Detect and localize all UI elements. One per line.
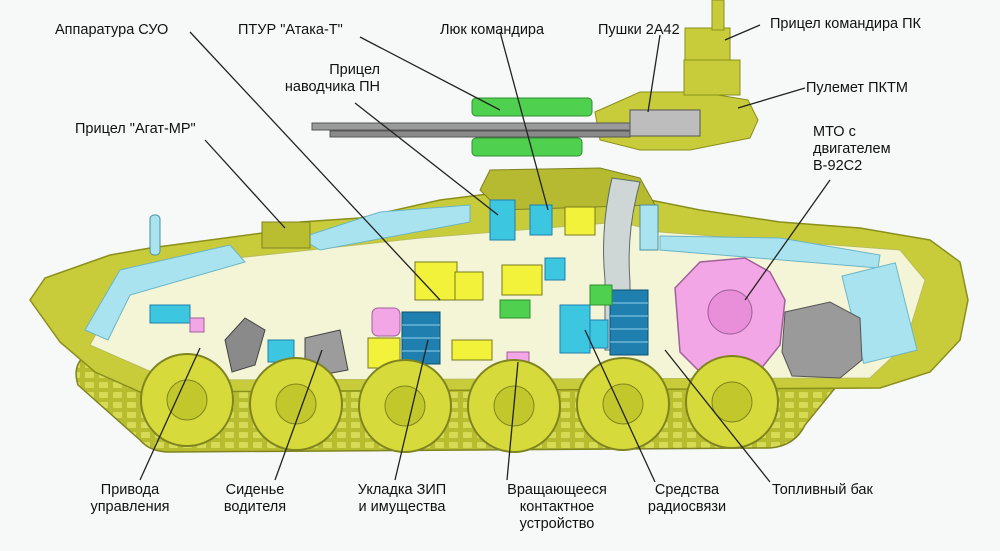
leader-radio	[584, 329, 656, 483]
leader-rot	[506, 361, 519, 481]
suo-unit	[414, 261, 458, 301]
label-zip-stowage: Укладка ЗИП и имущества	[357, 482, 447, 515]
gun-barrel-upper	[311, 122, 633, 131]
label-driver-seat: Сиденье водителя	[223, 482, 287, 515]
label-gunner-sight: Прицел наводчика ПН	[284, 62, 380, 95]
mto-roof-panel	[659, 235, 881, 269]
mirror	[149, 214, 161, 256]
label-pktm: Пулемет ПКТМ	[806, 80, 908, 96]
radio-box-1	[559, 304, 591, 354]
gun-barrel-lower	[329, 130, 631, 138]
leader-gunner-sight	[354, 102, 499, 216]
label-rotary-contact: Вращающееся контактное устройство	[507, 482, 607, 532]
gunner-sight-box	[501, 264, 543, 296]
drive-controls	[224, 317, 266, 373]
front-armor-panel	[84, 244, 246, 341]
leader-mto	[744, 179, 831, 301]
leader-pktm	[737, 87, 806, 109]
label-drive-controls: Привода управления	[90, 482, 170, 515]
leader-atgm	[359, 36, 501, 111]
radio-box-2	[589, 319, 609, 349]
engine-core	[707, 289, 753, 335]
label-radio: Средства радиосвязи	[647, 482, 727, 515]
label-commander-hatch: Люк командира	[440, 22, 545, 38]
box-cyan-3	[544, 257, 566, 281]
box-green-1	[589, 284, 613, 306]
leader-zip	[394, 339, 429, 481]
label-suo: Аппаратура СУО	[55, 22, 169, 38]
label-agat-sight: Прицел "Агат-МР"	[75, 121, 196, 137]
road-wheels	[140, 353, 779, 453]
leader-seat	[274, 349, 323, 481]
leader-cmdr-sight	[724, 24, 761, 41]
box-cyan-2	[529, 204, 553, 236]
atgm-tube-upper	[471, 97, 593, 117]
leader-suo	[189, 31, 441, 301]
box-pink-1	[371, 307, 401, 337]
label-guns-2a42: Пушки 2А42	[598, 22, 680, 38]
leader-hatch	[499, 31, 549, 211]
roof-armor-panel	[298, 204, 471, 251]
commander-sight-top	[711, 0, 725, 31]
leader-fuel	[664, 349, 771, 483]
agat-sight-body	[261, 221, 311, 249]
label-atgm: ПТУР "Атака-Т"	[238, 22, 343, 38]
gun-receiver	[629, 109, 701, 137]
leader-agat	[204, 139, 286, 229]
label-commander-sight: Прицел командира ПК	[770, 16, 921, 32]
box-cyan-5	[149, 304, 191, 324]
ammo-rack-left	[401, 311, 441, 365]
ammo-rack-right	[609, 289, 649, 356]
box-yellow-3	[564, 206, 596, 236]
box-pink-2	[189, 317, 205, 333]
box-cyan-1	[489, 199, 516, 241]
box-green-2	[499, 299, 531, 319]
suo-unit-2	[454, 271, 484, 301]
label-fuel-tank: Топливный бак	[772, 482, 873, 498]
transmission	[781, 301, 863, 379]
atgm-tube-lower	[471, 137, 583, 157]
commander-sight-head	[683, 59, 741, 96]
label-mto: МТО с двигателем В-92С2	[813, 124, 891, 174]
box-yellow-4	[451, 339, 493, 361]
leader-lines	[139, 24, 831, 483]
leader-drive	[139, 347, 201, 481]
leader-guns	[647, 34, 661, 113]
fuel-tank-left	[639, 204, 659, 251]
